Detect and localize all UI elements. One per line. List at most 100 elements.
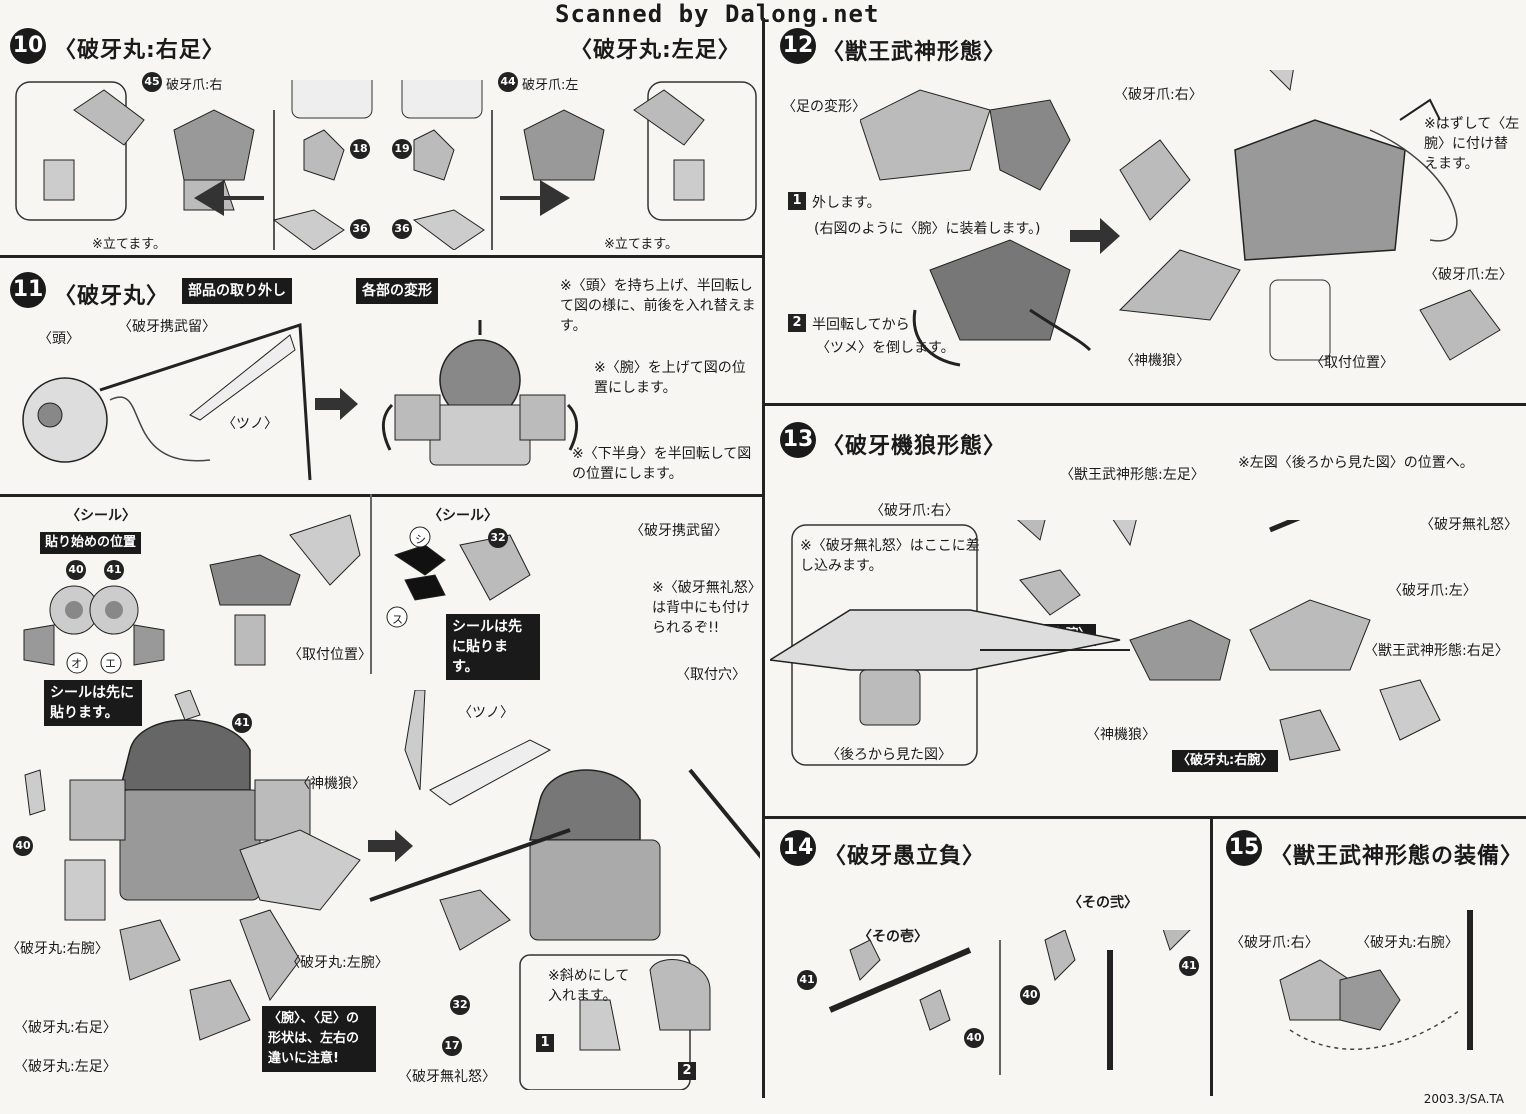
step-marker: 2 bbox=[788, 314, 806, 332]
label-shinkirou: 〈神機狼〉 bbox=[1086, 727, 1156, 743]
part-number: 40 bbox=[1020, 985, 1040, 1005]
label-right-arm: 〈破牙丸:右腕〉 bbox=[6, 941, 109, 957]
part-number: 19 bbox=[392, 139, 412, 159]
main-assembly-illustration bbox=[24, 690, 760, 1090]
part-number: 17 bbox=[442, 1036, 462, 1056]
step-title-left-leg: 〈破牙丸:左足〉 bbox=[570, 38, 741, 63]
part-number: 40 bbox=[13, 836, 33, 856]
label-horn: 〈ツノ〉 bbox=[222, 416, 278, 432]
part-number: 32 bbox=[450, 995, 470, 1015]
label-left-arm: 〈破牙丸:左腕〉 bbox=[286, 955, 389, 971]
part-number: 36 bbox=[392, 219, 412, 239]
footer-credit: 2003.3/SA.TA bbox=[1423, 1092, 1504, 1106]
step-title-right-leg: 〈破牙丸:右足〉 bbox=[54, 38, 225, 63]
step-12-illustration bbox=[860, 70, 1501, 367]
part-number: 45 bbox=[142, 72, 162, 92]
step-title: 〈獣王武神形態〉 bbox=[822, 40, 1007, 65]
step-number: 14 bbox=[780, 830, 816, 866]
step-title: 〈破牙愚立負〉 bbox=[824, 844, 986, 869]
label-rod: 〈破牙携武留〉 bbox=[630, 523, 728, 539]
note-arms: ※〈腕〉を上げて図の位置にします。 bbox=[594, 360, 746, 396]
part-number: 41 bbox=[797, 970, 817, 990]
instruction-remove: 外します。 bbox=[812, 195, 881, 211]
divider-11-lower bbox=[0, 494, 762, 497]
seal-first-note-2: シールは先に貼ります。 bbox=[446, 614, 540, 680]
caution-left-right: 〈腕〉、〈足〉の形状は、左右の違いに注意! bbox=[262, 1006, 376, 1072]
step-marker: 1 bbox=[788, 192, 806, 210]
seal-char: シ bbox=[415, 533, 426, 546]
label-blade: 〈破牙無礼怒〉 bbox=[1420, 517, 1518, 533]
label-right-arm: 〈破牙丸:右腕〉 bbox=[1172, 750, 1279, 772]
label-blade: 〈破牙無礼怒〉 bbox=[398, 1069, 496, 1085]
step-number: 13 bbox=[780, 422, 816, 458]
part-number: 41 bbox=[1179, 956, 1199, 976]
label-leg-transform: 〈足の変形〉 bbox=[782, 99, 866, 115]
step-11-illustration bbox=[22, 320, 578, 481]
note-position: ※左図〈後ろから見た図〉の位置へ。 bbox=[1238, 455, 1474, 471]
step-number: 12 bbox=[780, 28, 816, 64]
step-title: 〈獣王武神形態の装備〉 bbox=[1270, 844, 1524, 869]
note-insert-blade: ※〈破牙無礼怒〉はここに差し込みます。 bbox=[800, 538, 980, 574]
label-shinkirou: 〈神機狼〉 bbox=[296, 776, 366, 792]
label-head: 〈頭〉 bbox=[38, 331, 80, 347]
label-arm-right: 〈破牙丸:右腕〉 bbox=[1356, 935, 1459, 951]
seal-char: オ bbox=[71, 657, 82, 670]
badge-transform: 各部の変形 bbox=[356, 278, 438, 304]
part-number: 41 bbox=[104, 560, 124, 580]
arm-mount-diagram bbox=[209, 514, 361, 666]
part-number: 32 bbox=[488, 528, 508, 548]
label-claw-right: 〈破牙爪:右〉 bbox=[1230, 935, 1319, 951]
note-swap-arm: ※はずして〈左腕〉に付け替えます。 bbox=[1424, 116, 1520, 172]
label-rear-view: 〈後ろから見た図〉 bbox=[826, 747, 952, 763]
sub-title-1: 〈その壱〉 bbox=[858, 929, 928, 945]
label-claw-left: 〈破牙爪:左〉 bbox=[1388, 583, 1477, 599]
label-rod: 〈破牙携武留〉 bbox=[118, 319, 216, 335]
step-14-illustration bbox=[828, 930, 1191, 1075]
step-number: 11 bbox=[10, 272, 46, 308]
seal-char: エ bbox=[105, 657, 116, 670]
label-horn: 〈ツノ〉 bbox=[458, 705, 514, 721]
step-title: 〈破牙機狼形態〉 bbox=[822, 434, 1007, 459]
label-right-leg: 〈破牙丸:右足〉 bbox=[14, 1020, 117, 1036]
seal-divider bbox=[370, 494, 372, 674]
step-number: 15 bbox=[1226, 830, 1262, 866]
step-10-illustration bbox=[15, 80, 757, 250]
seal-diagram bbox=[23, 585, 165, 674]
note-blade-back: ※〈破牙無礼怒〉は背中にも付けられるぞ!! bbox=[652, 580, 755, 636]
note-stand: ※立てます。 bbox=[92, 237, 166, 252]
label-claw-left: 〈破牙爪:左〉 bbox=[1424, 267, 1513, 283]
seal-first-note: シールは先に貼ります。 bbox=[44, 680, 142, 726]
sub-title-2: 〈その弐〉 bbox=[1068, 895, 1138, 911]
step-number: 10 bbox=[10, 28, 46, 64]
part-number: 40 bbox=[964, 1028, 984, 1048]
step-13-illustration bbox=[770, 520, 1441, 766]
watermark: Scanned by Dalong.net bbox=[555, 0, 880, 28]
seal-char: ス bbox=[392, 613, 403, 626]
part-label: 破牙爪:左 bbox=[522, 78, 579, 93]
seal-header: 〈シール〉 bbox=[428, 508, 498, 524]
step-marker: 2 bbox=[678, 1062, 696, 1080]
label-mount-position: 〈取付位置〉 bbox=[288, 647, 372, 663]
part-label: 破牙爪:右 bbox=[166, 78, 223, 93]
instruction-claw: 〈ツメ〉を倒します。 bbox=[816, 340, 955, 356]
note-head-rotate: ※〈頭〉を持ち上げ、半回転して図の様に、前後を入れ替えます。 bbox=[560, 278, 756, 334]
note-stand: ※立てます。 bbox=[604, 237, 678, 252]
part-number: 41 bbox=[232, 713, 252, 733]
instruction-attach: (右図のように〈腕〉に装着します。) bbox=[814, 221, 1041, 237]
badge-remove-parts: 部品の取り外し bbox=[182, 278, 292, 304]
label-mount-position: 〈取付位置〉 bbox=[1310, 355, 1394, 371]
label-left-leg: 〈獣王武神形態:左足〉 bbox=[1060, 467, 1205, 483]
label-mount-hole: 〈取付穴〉 bbox=[676, 667, 746, 683]
divider-14-15 bbox=[1210, 816, 1213, 1096]
divider-10-11 bbox=[0, 255, 762, 258]
label-shinkirou: 〈神機狼〉 bbox=[1120, 353, 1190, 369]
label-right-leg: 〈獣王武神形態:右足〉 bbox=[1364, 643, 1509, 659]
label-left-leg: 〈破牙丸:左足〉 bbox=[14, 1059, 117, 1075]
column-divider bbox=[762, 18, 765, 1098]
divider-13-14 bbox=[765, 816, 1526, 819]
note-diagonal: ※斜めにして入れます。 bbox=[548, 968, 630, 1004]
part-number: 36 bbox=[350, 219, 370, 239]
part-number: 44 bbox=[498, 72, 518, 92]
step-15-illustration bbox=[1279, 910, 1473, 1051]
part-number: 40 bbox=[66, 560, 86, 580]
